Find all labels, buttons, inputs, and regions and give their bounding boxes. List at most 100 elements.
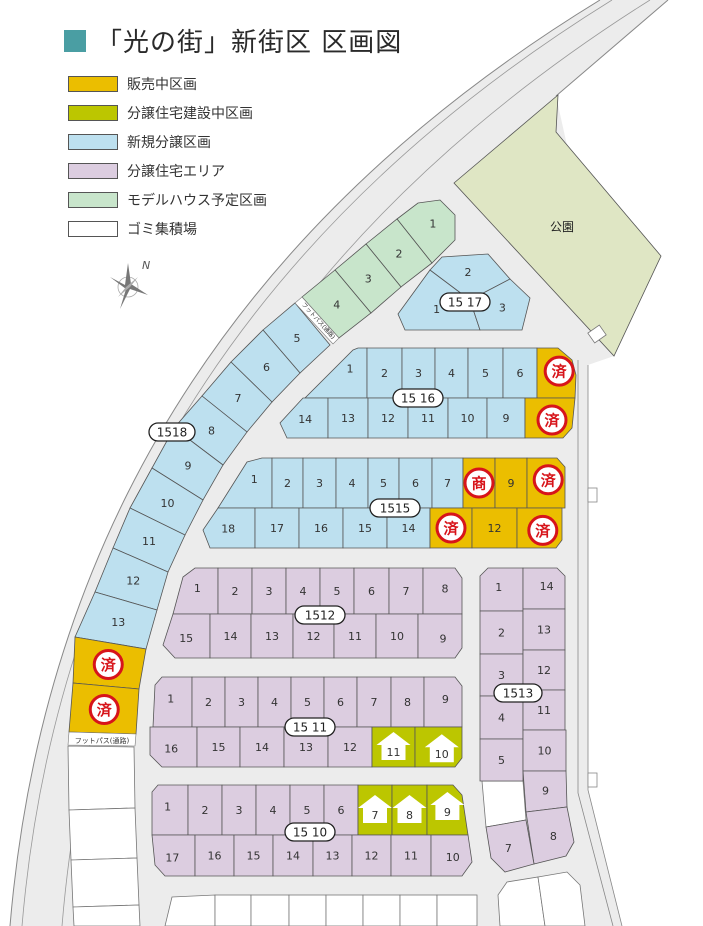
lot-number: 1 <box>347 362 354 375</box>
lot[interactable]: 済 <box>429 507 473 549</box>
lot-shape <box>479 738 524 782</box>
lot[interactable]: 10 <box>447 397 488 439</box>
lot[interactable]: 14 <box>209 613 252 659</box>
lot[interactable]: 商 <box>462 457 496 509</box>
block-label: 1515 <box>369 498 421 518</box>
lot[interactable]: 5 <box>479 738 524 782</box>
lot[interactable]: 12 <box>327 726 373 768</box>
lot[interactable]: 9 <box>417 613 463 659</box>
lot[interactable]: 15 <box>233 834 274 877</box>
house-icon <box>430 792 465 820</box>
lot[interactable]: 1 <box>151 784 189 836</box>
lot[interactable]: 済 <box>536 347 577 399</box>
lot-number: 6 <box>337 696 344 709</box>
lot[interactable]: 14 <box>239 726 285 768</box>
lot-number: 4 <box>498 712 505 725</box>
lot[interactable]: 6 <box>353 567 390 615</box>
lot-shape <box>149 726 198 768</box>
lot[interactable]: 7 <box>357 784 393 836</box>
lot[interactable]: 12 <box>471 507 518 549</box>
lot[interactable]: 2 <box>479 610 524 655</box>
lot[interactable]: 2 <box>271 457 304 509</box>
lot[interactable]: 12 <box>292 613 335 659</box>
lot[interactable]: 9 <box>426 784 469 836</box>
lot-stamp-label: 済 <box>535 522 551 540</box>
lot[interactable]: 8 <box>391 784 428 836</box>
lot[interactable]: 9 <box>423 676 463 728</box>
lot[interactable]: 済 <box>68 682 140 735</box>
lot[interactable]: 13 <box>283 726 329 768</box>
lot-number: 2 <box>284 477 291 490</box>
lot[interactable]: 16 <box>298 507 344 549</box>
lot[interactable]: 17 <box>151 834 196 877</box>
lot[interactable]: 9 <box>486 397 526 439</box>
lot[interactable]: 4 <box>257 676 292 728</box>
lot-shape <box>202 507 256 549</box>
lot-number: 9 <box>542 784 549 797</box>
lot[interactable]: 11 <box>371 726 416 768</box>
lot[interactable]: 12 <box>351 834 392 877</box>
lot-number: 10 <box>390 630 404 643</box>
legend-label: 分譲住宅エリア <box>127 163 225 180</box>
lot-number: 12 <box>537 664 551 677</box>
lot[interactable]: 5 <box>467 347 504 399</box>
lot[interactable]: 3 <box>251 567 287 615</box>
lot[interactable]: 15 <box>162 613 211 659</box>
lot[interactable]: 1 <box>479 567 524 612</box>
lot[interactable]: 17 <box>254 507 300 549</box>
lot[interactable]: 13 <box>312 834 353 877</box>
lot[interactable]: 7 <box>356 676 392 728</box>
lot[interactable]: 4 <box>255 784 291 836</box>
lot-number: 12 <box>343 741 357 754</box>
lot-number: 2 <box>396 247 403 260</box>
lot[interactable]: 10 <box>430 834 473 877</box>
lot[interactable]: 7 <box>485 819 535 873</box>
lot[interactable]: 11 <box>112 507 186 573</box>
white-lot <box>436 894 478 926</box>
lot[interactable]: 16 <box>149 726 198 768</box>
lot[interactable]: 18 <box>202 507 256 549</box>
lot[interactable]: 済 <box>516 507 563 549</box>
lot[interactable]: 済 <box>524 397 576 439</box>
lot[interactable]: 7 <box>388 567 424 615</box>
lot[interactable]: 済 <box>526 457 566 509</box>
lot[interactable]: 14 <box>522 567 566 610</box>
lot[interactable]: 11 <box>390 834 432 877</box>
lot[interactable]: 8 <box>422 567 463 615</box>
lot[interactable]: 10 <box>375 613 419 659</box>
lot[interactable]: 2 <box>217 567 253 615</box>
park-entrance <box>587 324 607 344</box>
lot[interactable]: 11 <box>333 613 377 659</box>
lot[interactable]: 2 <box>187 784 223 836</box>
lot-number: 5 <box>498 754 505 767</box>
lot[interactable]: 16 <box>194 834 235 877</box>
lot-number: 13 <box>111 616 125 629</box>
lot[interactable]: 4 <box>335 457 369 509</box>
lot[interactable]: 15 <box>196 726 241 768</box>
lot-number: 14 <box>224 630 238 643</box>
road-edge <box>21 0 613 926</box>
lot-shape <box>151 834 196 877</box>
lot[interactable]: 10 <box>414 726 463 768</box>
lot[interactable]: 13 <box>250 613 294 659</box>
lot[interactable]: 9 <box>494 457 528 509</box>
lot[interactable]: 3 <box>224 676 259 728</box>
lot[interactable]: 8 <box>390 676 425 728</box>
lot[interactable]: 9 <box>522 770 568 813</box>
lot[interactable]: 3 <box>302 457 337 509</box>
lot[interactable]: 6 <box>502 347 538 399</box>
lot[interactable]: 14 <box>279 397 329 439</box>
lot[interactable]: 2 <box>191 676 226 728</box>
lot[interactable]: 7 <box>431 457 464 509</box>
lot[interactable]: 1 <box>152 676 193 728</box>
lot-number: 1 <box>495 581 502 594</box>
lot[interactable]: 12 <box>367 397 409 439</box>
lot[interactable]: 13 <box>327 397 369 439</box>
lot[interactable]: 10 <box>522 729 567 772</box>
lot[interactable]: 13 <box>522 608 566 651</box>
lot[interactable]: 3 <box>221 784 257 836</box>
legend-swatch <box>68 191 118 208</box>
